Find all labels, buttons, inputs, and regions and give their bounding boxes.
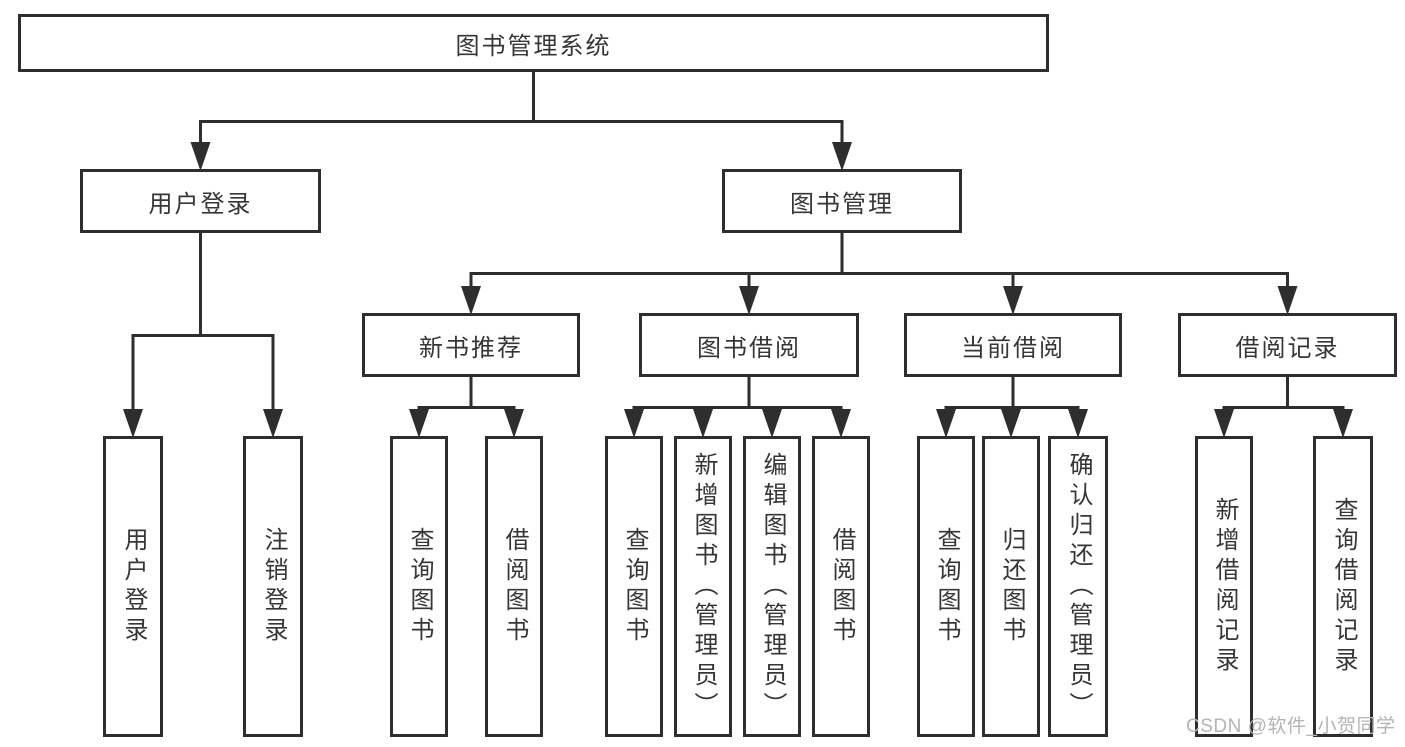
node-user-login-label: 用户登录 <box>148 190 253 218</box>
node-bb-borrow-book-label: 借阅图书 <box>828 526 855 647</box>
node-cb-return-book: 归还图书 <box>982 436 1040 737</box>
node-cb-return-book-label: 归还图书 <box>998 526 1025 647</box>
node-nbr-borrow-book: 借阅图书 <box>485 436 543 737</box>
node-cb-query-book-label: 查询图书 <box>933 526 960 647</box>
node-br-add-record-label: 新增借阅记录 <box>1211 496 1238 677</box>
node-bb-edit-book-label: 编辑图书（管理员） <box>759 451 786 722</box>
node-logout: 注销登录 <box>243 436 303 737</box>
node-br-add-record: 新增借阅记录 <box>1195 436 1253 737</box>
node-bb-borrow-book: 借阅图书 <box>812 436 870 737</box>
node-login: 用户登录 <box>103 436 163 737</box>
node-br-query-record-label: 查询借阅记录 <box>1330 496 1357 677</box>
node-borrow-records: 借阅记录 <box>1178 313 1397 377</box>
node-logout-label: 注销登录 <box>260 526 287 647</box>
node-cb-query-book: 查询图书 <box>917 436 975 737</box>
node-root: 图书管理系统 <box>18 14 1049 72</box>
node-nbr-query-book: 查询图书 <box>390 436 448 737</box>
node-bb-add-book: 新增图书（管理员） <box>674 436 732 737</box>
node-new-book-recommend: 新书推荐 <box>362 313 580 377</box>
node-user-login: 用户登录 <box>80 169 321 233</box>
node-bb-edit-book: 编辑图书（管理员） <box>743 436 801 737</box>
node-br-query-record: 查询借阅记录 <box>1313 436 1373 737</box>
node-nbr-query-book-label: 查询图书 <box>406 526 433 647</box>
node-root-label: 图书管理系统 <box>455 32 612 60</box>
node-new-book-recommend-label: 新书推荐 <box>419 334 523 362</box>
node-cb-confirm-return: 确认归还（管理员） <box>1048 436 1108 737</box>
node-book-borrow: 图书借阅 <box>639 313 859 377</box>
node-book-borrow-label: 图书借阅 <box>697 334 801 362</box>
node-cb-confirm-return-label: 确认归还（管理员） <box>1065 451 1092 722</box>
node-login-label: 用户登录 <box>120 526 147 647</box>
node-nbr-borrow-book-label: 借阅图书 <box>501 526 528 647</box>
node-book-mgmt: 图书管理 <box>722 169 962 233</box>
node-bb-add-book-label: 新增图书（管理员） <box>690 451 717 722</box>
csdn-watermark: CSDN @软件_小贺同学 <box>1186 716 1396 737</box>
node-current-borrow-label: 当前借阅 <box>961 334 1065 362</box>
node-book-mgmt-label: 图书管理 <box>790 190 894 218</box>
node-bb-query-book-label: 查询图书 <box>621 526 648 647</box>
node-bb-query-book: 查询图书 <box>605 436 663 737</box>
node-current-borrow: 当前借阅 <box>904 313 1122 377</box>
node-borrow-records-label: 借阅记录 <box>1235 334 1340 362</box>
